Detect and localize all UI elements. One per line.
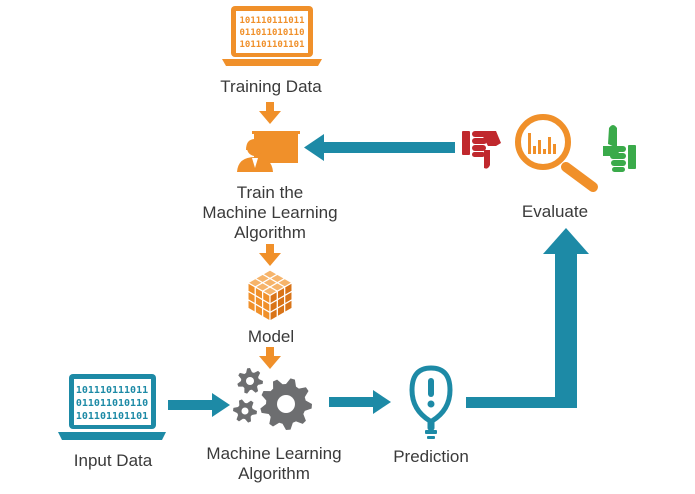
evaluate-label: Evaluate — [521, 202, 589, 221]
lightbulb-icon — [409, 365, 453, 439]
train-algorithm-label: Train the Machine Learning Algorithm — [170, 183, 370, 243]
thumbs-down-icon — [462, 131, 501, 169]
arrow-down-3 — [259, 347, 281, 369]
input-binary-line: 101110111011 — [76, 385, 148, 396]
arrow-left-feedback — [304, 134, 455, 161]
input-data-label: Input Data — [73, 451, 153, 470]
ml-algorithm-label-line: Machine Learning — [206, 444, 342, 463]
arrow-down-1 — [259, 102, 281, 124]
model-label: Model — [247, 327, 295, 346]
input-data-laptop-icon: 101110111011 011011010110 101101101101 — [58, 374, 166, 440]
prediction-label: Prediction — [393, 447, 469, 466]
trainer-presentation-icon — [237, 131, 300, 172]
ml-algorithm-label: Machine Learning Algorithm — [178, 444, 370, 484]
training-binary-line: 101101101101 — [239, 40, 304, 50]
input-binary-line: 011011010110 — [76, 398, 148, 409]
ml-algorithm-label-line: Algorithm — [238, 464, 310, 483]
training-binary-line: 011011010110 — [239, 28, 304, 38]
training-data-laptop-icon: 101110111011 011011010110 101101101101 — [222, 6, 322, 66]
thumbs-up-icon — [603, 125, 636, 172]
arrow-right-prediction — [329, 390, 391, 414]
arrow-down-2 — [259, 244, 281, 266]
train-algorithm-label-line: Algorithm — [234, 223, 306, 242]
training-data-label: Training Data — [220, 77, 322, 96]
arrow-up-evaluate — [466, 228, 589, 408]
input-binary-line: 101101101101 — [76, 411, 148, 422]
train-algorithm-label-line: Train the — [236, 183, 304, 202]
gears-icon — [233, 368, 312, 430]
magnifier-chart-icon — [515, 114, 598, 192]
training-binary-line: 101110111011 — [239, 16, 304, 26]
arrow-right-input — [168, 393, 230, 417]
model-cube-icon — [246, 269, 294, 323]
train-algorithm-label-line: Machine Learning — [202, 203, 338, 222]
